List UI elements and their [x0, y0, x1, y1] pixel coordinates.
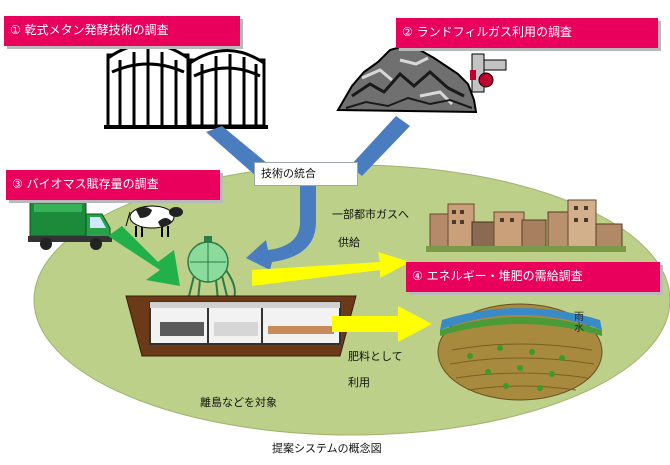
integration-arrows	[206, 116, 410, 270]
city-gas-label-line1: 一部都市ガスへ	[332, 208, 409, 221]
survey-3-label: ③ バイオマス賦存量の調査	[6, 170, 220, 200]
landfill-icon	[336, 44, 507, 114]
cow-icon	[125, 205, 183, 237]
survey-2-label: ② ランドフィルガス利用の調査	[396, 18, 658, 48]
diagram-caption: 提案システムの概念図	[272, 442, 382, 455]
farm-sign-label: 雨水	[574, 312, 584, 334]
farm-field-icon	[437, 303, 603, 401]
city-skyline-icon	[426, 199, 626, 252]
city-gas-label-line2: 供給	[338, 236, 360, 249]
fertilizer-label-line2: 利用	[348, 376, 370, 389]
fermenter-icon	[125, 295, 357, 357]
supply-arrows	[252, 252, 432, 342]
survey-4-label: ④ エネルギー・堆肥の需給調査	[406, 262, 660, 292]
survey-1-label: ① 乾式メタン発酵技術の調査	[4, 16, 240, 46]
target-label: 離島などを対象	[200, 396, 277, 409]
integration-label: 技術の統合	[254, 162, 358, 186]
gas-tanks-icon	[104, 42, 268, 129]
biomass-arrow	[108, 226, 180, 286]
fertilizer-label-line1: 肥料として	[348, 350, 403, 363]
